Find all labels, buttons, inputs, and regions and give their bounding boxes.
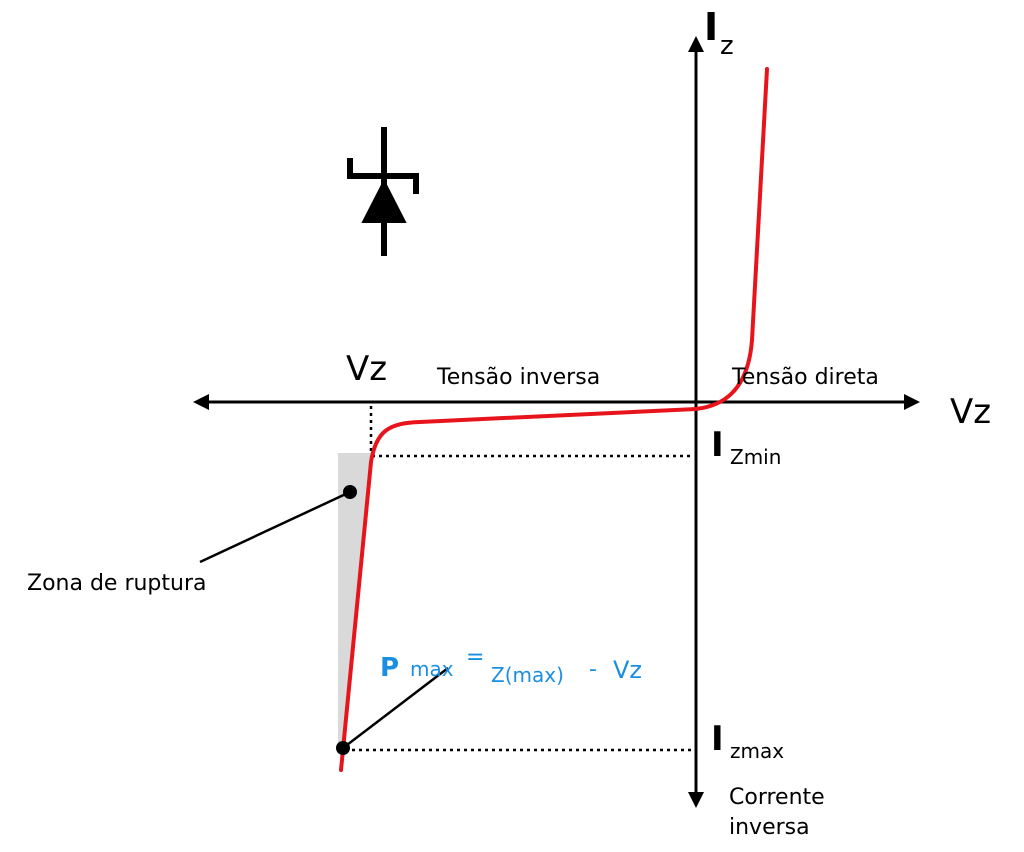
vz-left-label: Vz (346, 349, 387, 389)
pmax-formula: P max = Z(max) - Vz (380, 645, 642, 687)
current-axis-up-arrow (688, 36, 704, 52)
current-axis-label-subscript: z (720, 31, 734, 61)
corrente-inversa-label-line2: inversa (729, 815, 810, 840)
tensao-inversa-label: Tensão inversa (436, 365, 600, 390)
formula-p: P (380, 653, 399, 683)
vz-right-label: Vz (950, 392, 991, 432)
current-axis-down-arrow (688, 792, 704, 808)
zona-ruptura-point (343, 485, 357, 499)
formula-vz: Vz (613, 656, 642, 684)
izmax-label-subscript: zmax (730, 739, 784, 763)
zona-ruptura-leader-line (199, 490, 351, 564)
pmax-point (336, 741, 350, 755)
formula-zmax-subscript: Z(max) (491, 663, 564, 687)
voltage-axis-left-arrow (193, 394, 209, 410)
tensao-direta-label: Tensão direta (731, 365, 879, 390)
formula-max-subscript: max (410, 657, 454, 681)
current-axis-label-letter: I (704, 5, 718, 49)
izmin-label-subscript: Zmin (730, 445, 781, 469)
izmin-label-letter: I (711, 425, 724, 465)
formula-minus: - (589, 657, 597, 682)
formula-equals: = (466, 645, 484, 670)
pmax-leader-line (342, 667, 449, 749)
zona-de-ruptura-label: Zona de ruptura (27, 571, 207, 596)
voltage-axis-right-arrow (904, 394, 920, 410)
characteristic-curve (339, 67, 769, 772)
zener-diode-icon (347, 127, 419, 256)
izmax-label-letter: I (711, 719, 724, 759)
corrente-inversa-label-line1: Corrente (729, 785, 825, 810)
